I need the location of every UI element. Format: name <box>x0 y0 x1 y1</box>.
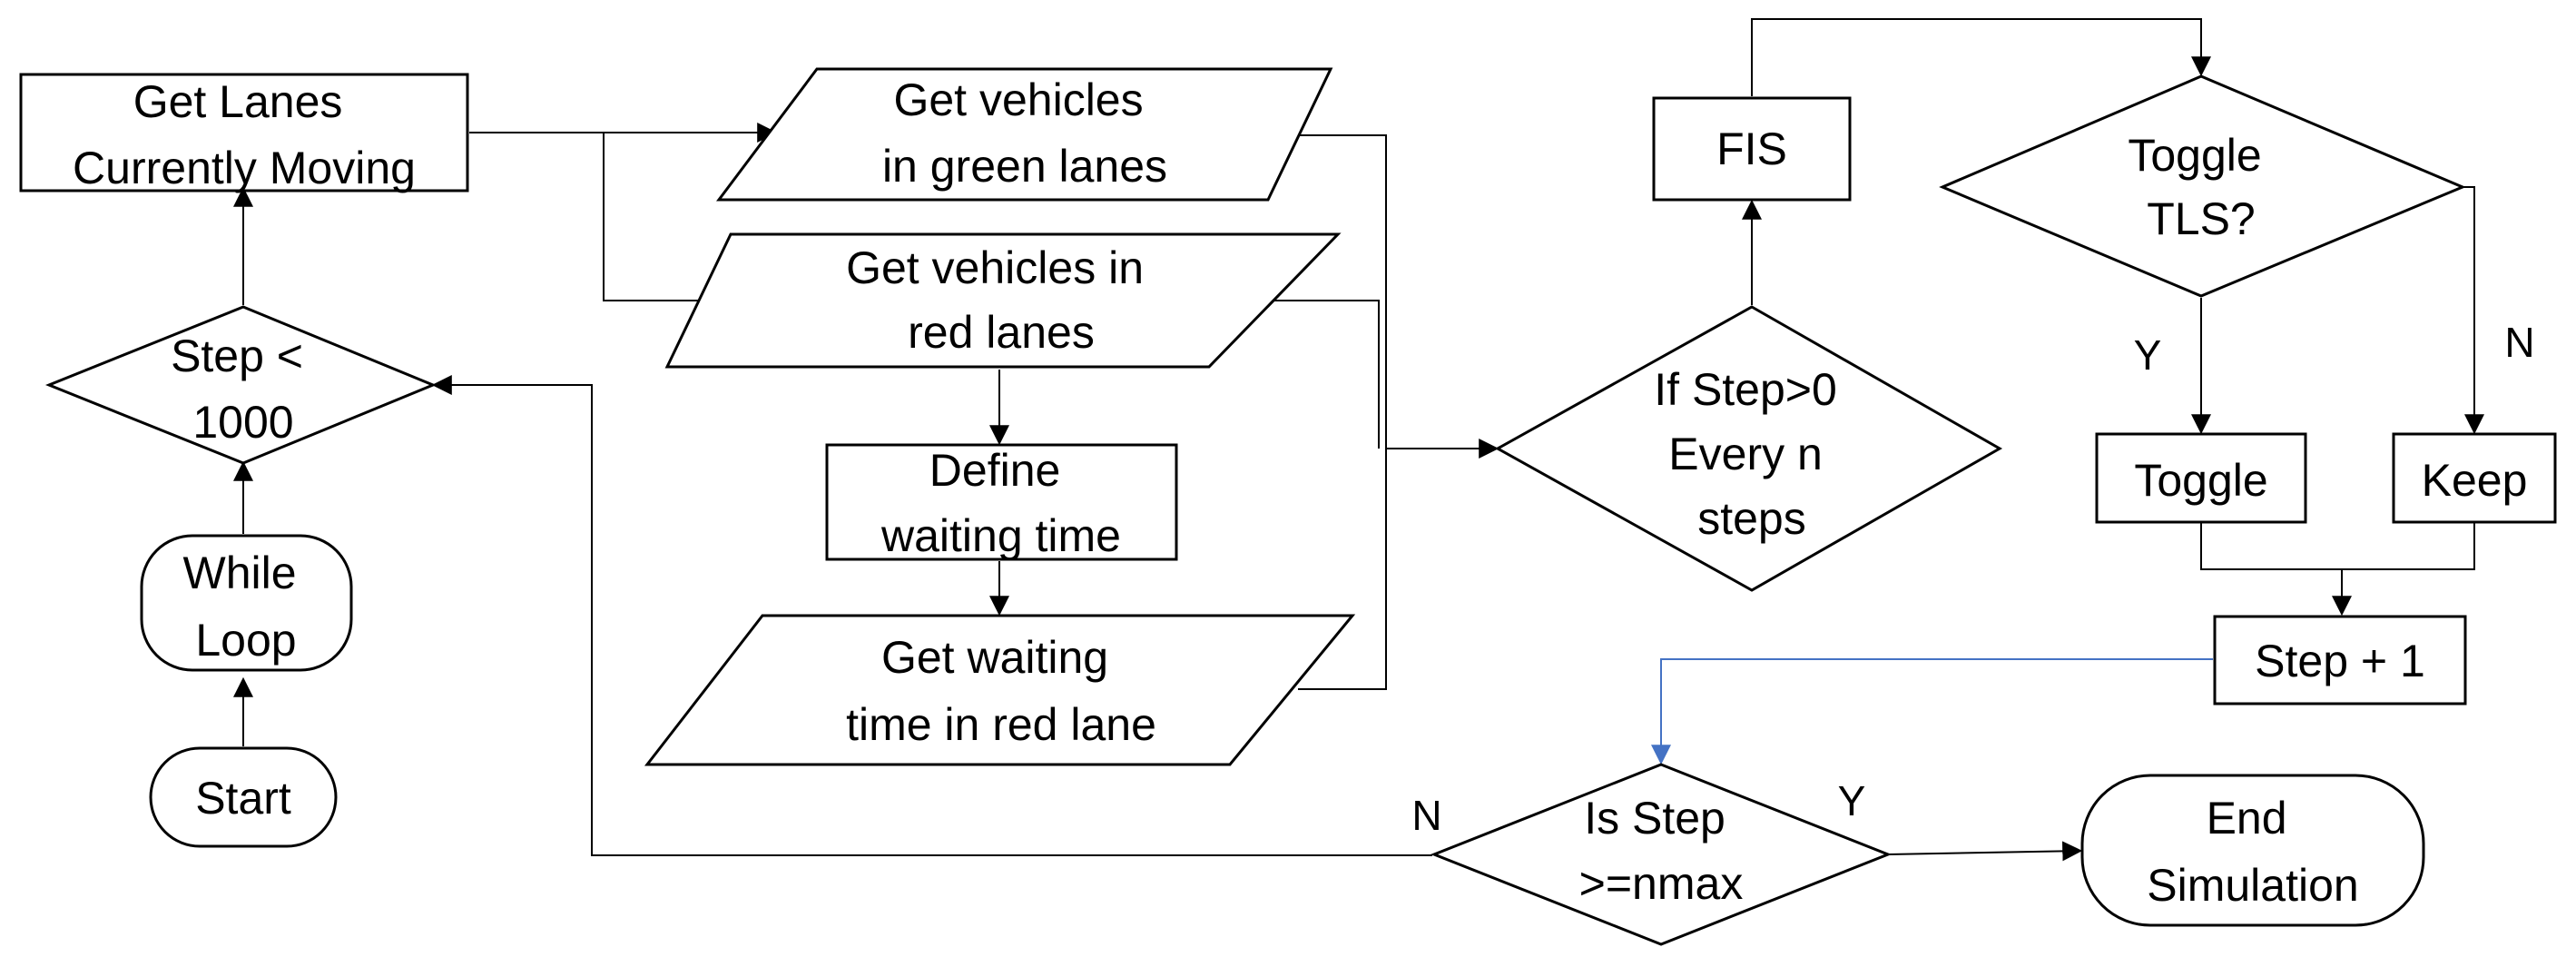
edge-nmax-yes <box>1887 841 2083 862</box>
edge-tls-no <box>2463 186 2484 435</box>
node-step-condition: If Step>0 Every n steps <box>1494 305 2003 592</box>
node-get-lanes-label: Get Lanes Currently Moving <box>73 76 416 193</box>
node-is-step: Is Step >=nmax <box>1430 763 1893 946</box>
label-tls-no: N <box>2504 319 2534 366</box>
node-get-wait-label: Get waiting time in red lane <box>846 632 1156 750</box>
edge-red-to-merge <box>1271 300 1380 449</box>
connectors <box>233 18 2484 862</box>
node-end-sim-label: End Simulation <box>2147 793 2358 911</box>
edge-step-plus-to-is-step <box>1651 658 2213 765</box>
node-green-vehicles-label: Get vehicles in green lanes <box>882 74 1167 192</box>
node-step-plus: Step + 1 <box>2213 615 2467 706</box>
node-end-sim: End Simulation <box>2080 774 2425 927</box>
node-is-step-label: Is Step >=nmax <box>1579 793 1744 909</box>
edge-green-to-merge <box>1275 134 1387 449</box>
node-red-vehicles-label: Get vehicles in red lanes <box>846 242 1156 358</box>
node-start-label: Start <box>195 773 291 824</box>
node-keep: Keep <box>2392 432 2557 524</box>
node-step-plus-label: Step + 1 <box>2255 636 2425 686</box>
node-define-wait-label: Define waiting time <box>880 445 1121 561</box>
label-tls-yes: Y <box>2134 331 2162 379</box>
edge-get-lanes-to-red <box>603 133 742 311</box>
node-get-lanes: Get Lanes Currently Moving <box>19 73 469 193</box>
label-nmax-yes: Y <box>1838 777 1866 824</box>
edge-get-wait-to-merge <box>1298 449 1387 690</box>
edge-nmax-no-loop <box>431 375 1432 856</box>
edge-keep-to-step-plus <box>2342 522 2475 570</box>
node-start: Start <box>149 746 338 848</box>
label-nmax-no: N <box>1411 792 1441 839</box>
node-step-condition-label: If Step>0 Every n steps <box>1654 364 1849 544</box>
node-keep-label: Keep <box>2422 455 2528 506</box>
edge-toggle-to-step-plus <box>2200 522 2342 570</box>
node-green-vehicles: Get vehicles in green lanes <box>716 67 1333 202</box>
node-get-wait: Get waiting time in red lane <box>644 614 1356 766</box>
node-toggle-tls: Toggle TLS? <box>1939 74 2466 298</box>
node-fis-label: FIS <box>1716 123 1787 174</box>
node-toggle-label: Toggle <box>2134 455 2267 506</box>
node-while-loop-label: While Loop <box>183 548 310 666</box>
edge-fis-to-toggle-tls <box>1751 18 2211 96</box>
node-fis: FIS <box>1652 96 1852 202</box>
node-toggle-tls-label: Toggle TLS? <box>2128 130 2274 244</box>
node-step-check: Step < 1000 <box>44 305 437 465</box>
node-define-wait: Define waiting time <box>825 443 1178 561</box>
node-toggle: Toggle <box>2095 432 2307 524</box>
node-step-check-label: Step < 1000 <box>171 331 316 448</box>
node-red-vehicles: Get vehicles in red lanes <box>664 232 1342 369</box>
node-while-loop: While Loop <box>140 534 353 672</box>
